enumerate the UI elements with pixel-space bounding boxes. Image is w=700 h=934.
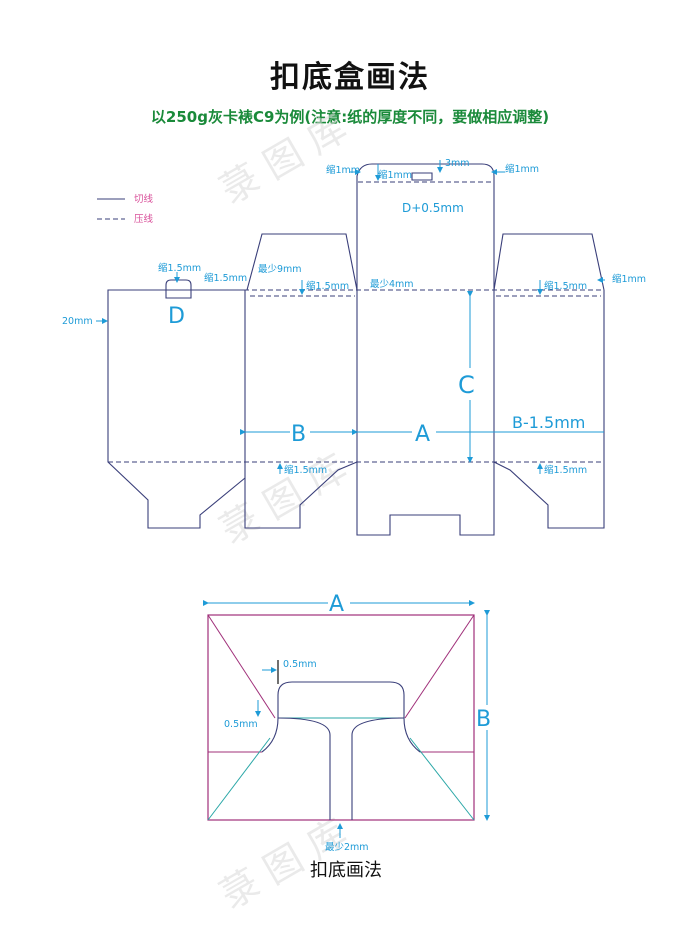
bottom-label-half-mm-left: 0.5mm bbox=[224, 719, 258, 730]
bottom-frame bbox=[207, 614, 475, 821]
label-shrink-1mm-left: 缩1mm bbox=[326, 164, 360, 176]
panel-r-top-flap bbox=[493, 233, 605, 291]
bottom-flap-r bbox=[493, 461, 605, 529]
lid-slot bbox=[411, 172, 433, 181]
bottom-lock-diagram: A B 0.5mm 0.5mm 最少2mm 扣底画法 bbox=[203, 592, 491, 881]
panel-a-top-lid bbox=[356, 163, 495, 290]
label-d-plus: D+0.5mm bbox=[402, 201, 464, 215]
legend: 切线 压线 bbox=[97, 193, 154, 225]
dimension-lines bbox=[96, 160, 605, 474]
label-c: C bbox=[458, 371, 475, 399]
watermark: 菉 图 库 菉 图 库 菉 图 库 bbox=[213, 106, 355, 918]
svg-text:菉 图 库: 菉 图 库 bbox=[213, 106, 355, 213]
main-body bbox=[244, 290, 605, 462]
page-title: 扣底盒画法 bbox=[270, 60, 430, 95]
label-shrink-1mm-far-right: 缩1mm bbox=[612, 273, 646, 285]
legend-cut-label: 切线 bbox=[134, 193, 154, 205]
panel-b-top-flap bbox=[246, 233, 358, 291]
label-min-9mm: 最少9mm bbox=[258, 264, 302, 275]
label-shrink-1-5mm-side: 缩1.5mm bbox=[204, 272, 247, 284]
legend-crease-label: 压线 bbox=[134, 213, 154, 225]
label-a: A bbox=[415, 422, 430, 447]
tab-d bbox=[165, 279, 192, 299]
dieline-outline bbox=[107, 163, 605, 536]
label-shrink-1-5mm-bottom-b: 缩1.5mm bbox=[284, 464, 327, 476]
bottom-flap-a bbox=[356, 462, 495, 536]
label-shrink-1mm-right: 缩1mm bbox=[505, 163, 539, 175]
bottom-flap-b bbox=[244, 461, 358, 529]
bottom-label-min-2mm: 最少2mm bbox=[325, 842, 369, 853]
label-b-minus: B-1.5mm bbox=[512, 413, 585, 432]
bottom-tab bbox=[277, 681, 405, 718]
dieline-labels: 缩1mm 缩1mm 3mm 缩1mm D+0.5mm 缩1.5mm 缩1.5mm… bbox=[62, 158, 646, 476]
bottom-label-half-mm-top: 0.5mm bbox=[283, 659, 317, 670]
label-20mm: 20mm bbox=[62, 316, 93, 327]
label-shrink-1-5mm-top-r: 缩1.5mm bbox=[544, 280, 587, 292]
bottom-caption: 扣底画法 bbox=[310, 860, 382, 881]
glue-flap bbox=[107, 289, 246, 529]
label-shrink-1-5mm-top-b: 缩1.5mm bbox=[306, 280, 349, 292]
bottom-label-b: B bbox=[476, 707, 491, 732]
label-3mm: 3mm bbox=[445, 158, 470, 169]
crease-lines bbox=[108, 181, 604, 463]
bottom-t-lock bbox=[277, 717, 405, 820]
label-min-4mm: 最少4mm bbox=[370, 279, 414, 290]
label-d: D bbox=[168, 304, 185, 329]
label-shrink-1-5mm-tab: 缩1.5mm bbox=[158, 262, 201, 274]
label-shrink-1-5mm-bottom-r: 缩1.5mm bbox=[544, 464, 587, 476]
label-b: B bbox=[291, 422, 306, 447]
page-subtitle: 以250g灰卡裱C9为例(注意:纸的厚度不同，要做相应调整) bbox=[150, 108, 550, 126]
label-shrink-1mm-inner: 缩1mm bbox=[378, 169, 412, 181]
bottom-label-a: A bbox=[329, 592, 344, 617]
